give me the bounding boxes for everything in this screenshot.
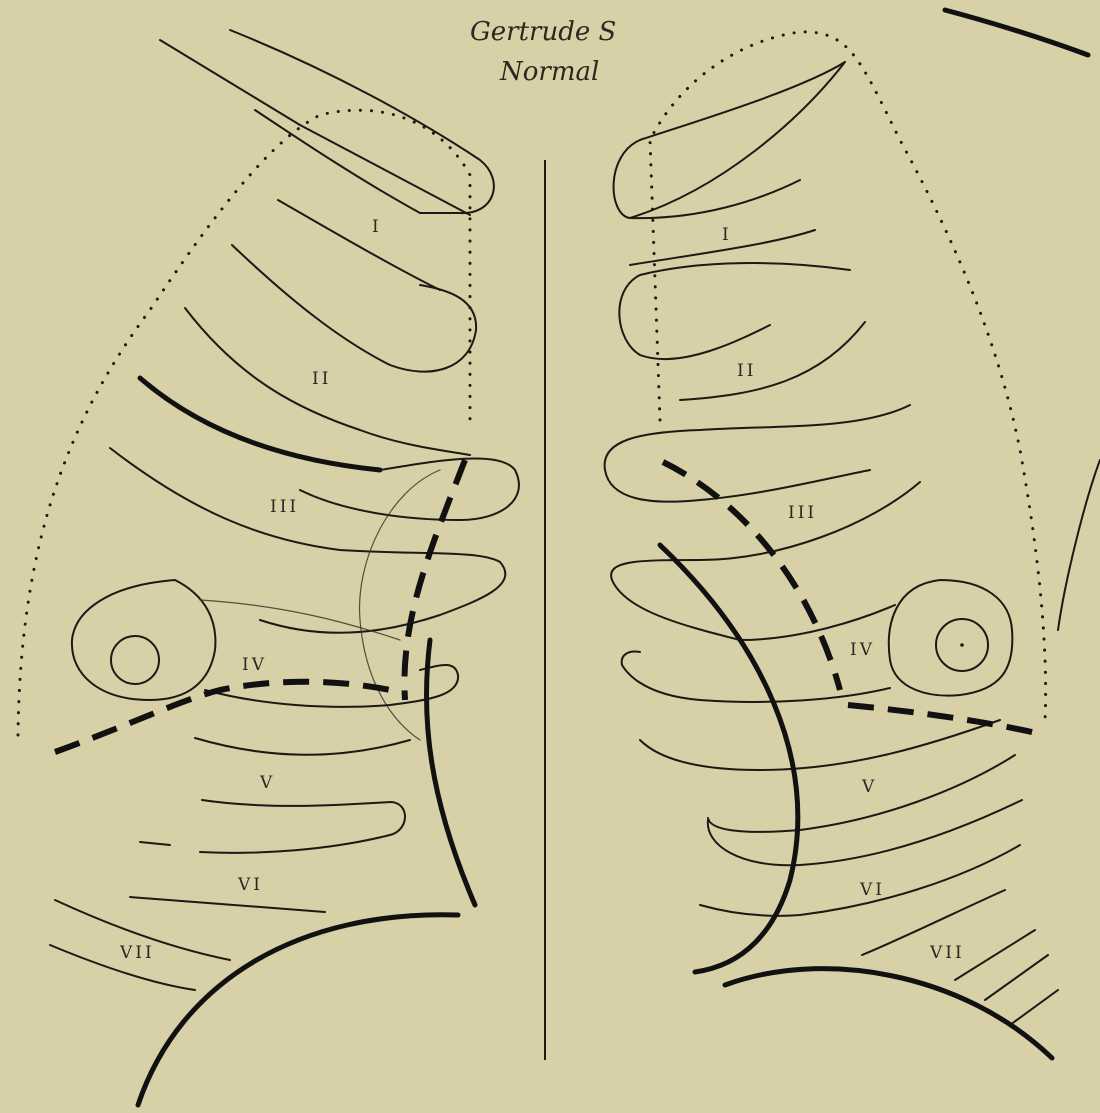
left-rib-6 xyxy=(130,897,325,912)
left-rib-1-lower xyxy=(278,200,440,290)
left-label-rib-3: III xyxy=(270,497,299,517)
right-rib-3 xyxy=(605,405,910,502)
right-dashed-horizontal xyxy=(848,705,1045,735)
right-lung: I II III IV V VI VII xyxy=(605,32,1100,1058)
left-label-rib-4: IV xyxy=(242,655,267,675)
right-rib-2 xyxy=(619,263,850,359)
corner-stroke xyxy=(945,10,1088,55)
right-rib-7-hatch-3 xyxy=(1010,990,1058,1025)
right-rib-4-upper xyxy=(740,605,895,640)
right-rib-4-lower xyxy=(640,720,1000,770)
right-label-rib-3: III xyxy=(788,503,817,523)
left-label-rib-1: I xyxy=(372,217,382,237)
right-edge-line xyxy=(1058,460,1100,630)
left-label-rib-5: V xyxy=(259,773,275,793)
right-rib-7-hatch-2 xyxy=(985,955,1048,1000)
right-rib-2-lower xyxy=(680,322,865,400)
right-label-rib-6: VI xyxy=(859,880,885,900)
left-rib-2 xyxy=(232,245,476,372)
right-nipple-outer xyxy=(889,580,1013,696)
left-label-rib-7: VII xyxy=(119,943,155,963)
left-rib-5-upper xyxy=(195,738,410,755)
right-rib-3-lower xyxy=(611,482,920,640)
right-label-rib-4: IV xyxy=(850,640,875,660)
right-label-rib-7: VII xyxy=(929,943,965,963)
right-lung-outline xyxy=(650,32,1046,720)
left-rib-1 xyxy=(230,30,494,213)
left-label-rib-2: II xyxy=(312,369,331,389)
right-diaphragm xyxy=(725,969,1052,1058)
right-label-rib-1: I xyxy=(722,225,732,245)
right-label-rib-2: II xyxy=(737,361,756,381)
left-diaphragm xyxy=(138,915,458,1105)
left-lung: I II III IV V VI VII xyxy=(18,30,519,1105)
right-label-rib-5: V xyxy=(861,777,877,797)
right-rib-1-clavicle xyxy=(630,62,845,218)
left-label-rib-6: VI xyxy=(237,875,263,895)
left-rib-5 xyxy=(200,800,405,853)
title-line-2: Normal xyxy=(499,57,599,87)
left-rib-5-dash xyxy=(140,842,170,845)
left-rib-3-lower xyxy=(110,448,505,633)
right-heart-border xyxy=(660,545,798,972)
title-line-1: Gertrude S xyxy=(470,17,616,47)
left-rib-4-faint xyxy=(200,600,400,640)
right-rib-1 xyxy=(614,62,845,218)
left-clavicle-outer xyxy=(160,40,300,125)
left-heart-border xyxy=(426,640,475,905)
right-nipple-dot xyxy=(960,643,964,647)
left-dashed-vertical xyxy=(404,460,465,700)
left-nipple-inner xyxy=(111,636,159,684)
